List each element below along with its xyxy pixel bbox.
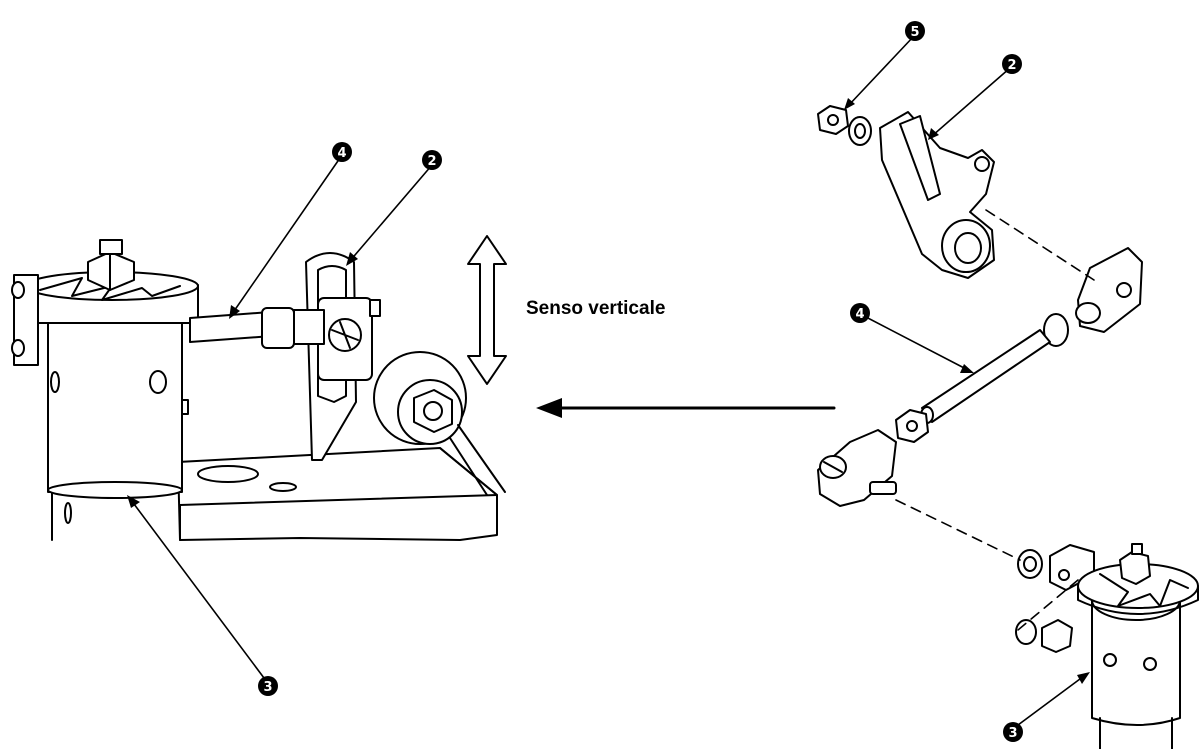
svg-text:3: 3 (263, 680, 272, 695)
rod-part4 (920, 329, 1051, 424)
leader-lines-right (847, 35, 1085, 729)
svg-text:4: 4 (855, 307, 864, 322)
leader-line (130, 499, 268, 683)
callout-right-3: 3 (1003, 722, 1023, 742)
assembled-view (11, 157, 506, 683)
lower-clamp (817, 429, 897, 507)
arrowhead (928, 128, 939, 140)
transfer-arrow (536, 398, 836, 418)
svg-text:5: 5 (910, 25, 919, 40)
leader-line (847, 35, 915, 107)
arrowhead (346, 252, 358, 266)
exploded-view (817, 35, 1199, 749)
arrowhead (127, 495, 140, 508)
arrowhead (1077, 672, 1090, 684)
base-plate (51, 447, 498, 541)
svg-text:4: 4 (337, 146, 346, 161)
washer (1043, 313, 1069, 347)
callout-right-2: 2 (1002, 54, 1022, 74)
leader-line (931, 67, 1011, 137)
leader-line (863, 315, 969, 371)
callout-right-4: 4 (850, 303, 870, 323)
callout-left-2: 2 (422, 150, 442, 170)
clamp-bracket (1075, 247, 1143, 333)
leader-line (348, 164, 433, 263)
leader-line (231, 157, 341, 315)
hex-nut-rod (895, 409, 929, 443)
connecting-rod-assembled (189, 307, 295, 349)
arrowhead (960, 364, 974, 373)
callouts: 4 2 3 5 2 4 3 (258, 21, 1023, 742)
hex-nut-part5 (817, 105, 872, 146)
lever-part2 (879, 111, 995, 279)
solenoid-assembled (11, 239, 199, 499)
arrowhead (844, 98, 855, 110)
roller-assembled (373, 351, 506, 496)
callout-left-3: 3 (258, 676, 278, 696)
vertical-direction-arrow (467, 235, 507, 385)
link-lever-assembled (293, 252, 381, 461)
vertical-direction-label: Senso verticale (526, 298, 666, 319)
callout-left-4: 4 (332, 142, 352, 162)
svg-text:2: 2 (427, 154, 436, 169)
svg-text:3: 3 (1008, 726, 1017, 741)
leader-lines-left (130, 157, 433, 683)
solenoid-part3 (1077, 543, 1199, 749)
callout-right-5: 5 (905, 21, 925, 41)
svg-text:2: 2 (1007, 58, 1016, 73)
lower-fasteners (1015, 544, 1095, 653)
arrowhead (229, 305, 240, 319)
leader-line (1013, 675, 1085, 729)
assembly-lines (895, 209, 1095, 631)
